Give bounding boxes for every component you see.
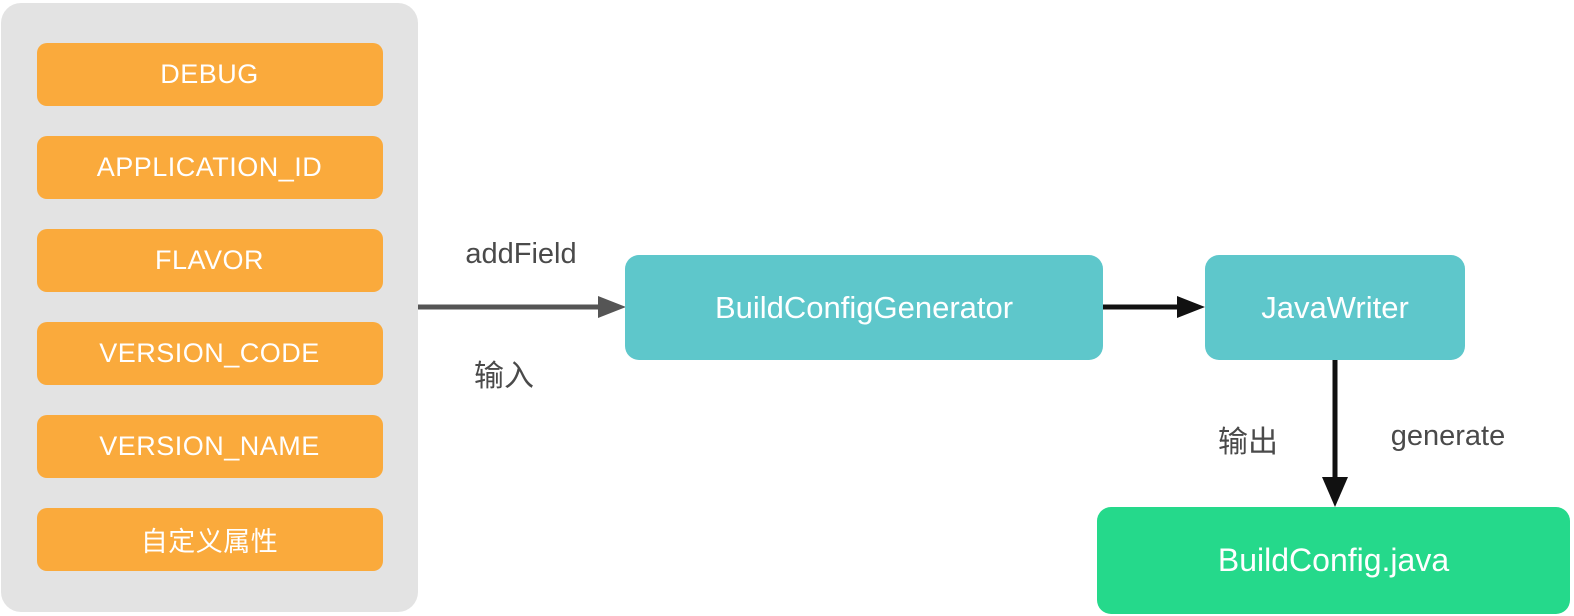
arrow-down-output-icon <box>1322 360 1348 507</box>
edge-label-output: 输出 <box>1218 426 1278 459</box>
property-chip-debug: DEBUG <box>36 43 383 106</box>
edge-label-generate: generate <box>1390 420 1506 452</box>
node-javawriter: JavaWriter <box>1205 255 1465 360</box>
arrow-right-flow-icon <box>1103 296 1205 318</box>
edge-label-input: 输入 <box>474 360 534 393</box>
property-chip-flavor: FLAVOR <box>36 229 383 292</box>
node-buildconfiggenerator: BuildConfigGenerator <box>625 255 1103 360</box>
edge-label-addfield: addField <box>465 238 577 270</box>
properties-panel: DEBUG APPLICATION_ID FLAVOR VERSION_CODE… <box>1 3 418 612</box>
node-buildconfig-java: BuildConfig.java <box>1097 507 1570 614</box>
property-chip-application-id: APPLICATION_ID <box>36 136 383 199</box>
arrow-right-input-icon <box>418 296 626 318</box>
property-chip-version-name: VERSION_NAME <box>36 415 383 478</box>
property-chip-version-code: VERSION_CODE <box>36 322 383 385</box>
property-chip-custom-attrs: 自定义属性 <box>36 508 383 571</box>
